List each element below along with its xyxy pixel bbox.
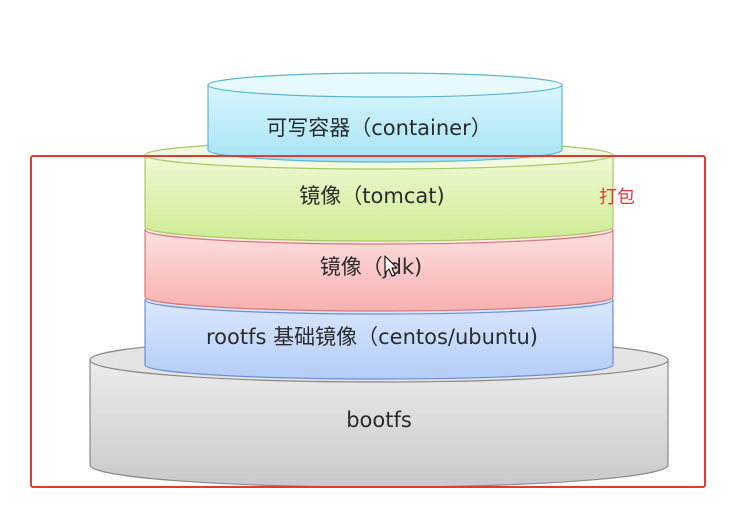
container-layer: 可写容器（container） [207,72,563,163]
tomcat-label: 镜像（tomcat) [299,184,444,208]
jdk-label: 镜像（jdk) [320,255,423,279]
rootfs-label: rootfs 基础镜像（centos/ubuntu) [206,325,538,349]
pack-boundary-box [30,155,706,488]
bootfs-label: bootfs [346,408,412,432]
mouse-pointer-icon [384,255,398,277]
container-label: 可写容器（container） [266,116,492,140]
pack-label: 打包 [599,187,635,208]
